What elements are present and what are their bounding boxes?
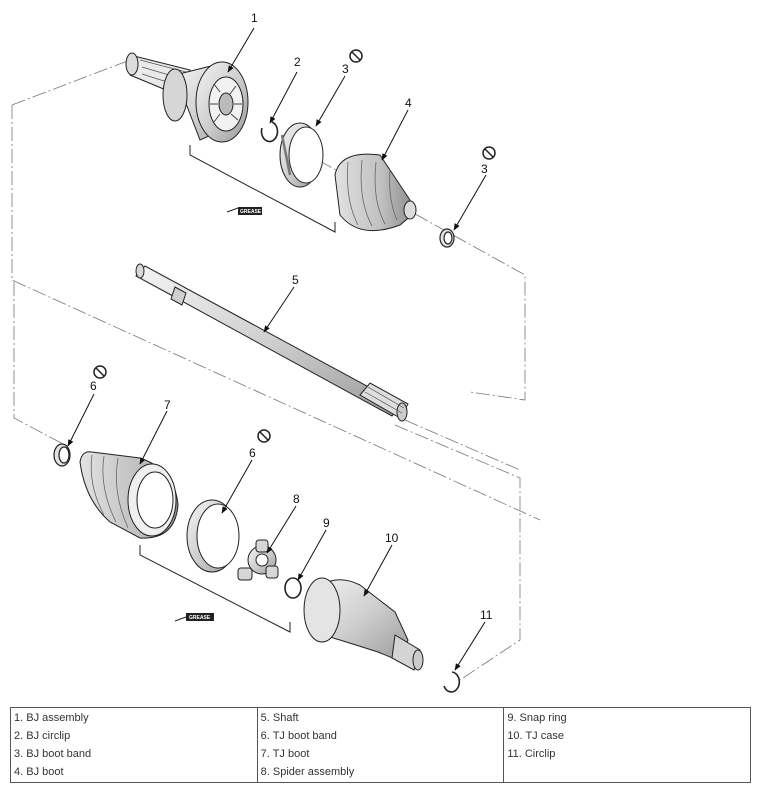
legend-column-2: 5. Shaft 6. TJ boot band 7. TJ boot 8. S… (256, 707, 505, 783)
callout-9: 9 (323, 516, 330, 530)
legend-item: 6. TJ boot band (260, 730, 337, 742)
no-reuse-icon (257, 429, 271, 443)
legend-item: 1. BJ assembly (14, 712, 89, 724)
callout-11: 11 (480, 608, 493, 622)
legend-column-1: 1. BJ assembly 2. BJ circlip 3. BJ boot … (10, 707, 258, 783)
callout-6-upper: 6 (90, 379, 97, 393)
legend-item: 3. BJ boot band (14, 748, 92, 760)
callout-7: 7 (164, 398, 171, 412)
bj-circlip (260, 121, 279, 143)
snap-ring (284, 577, 302, 599)
callout-labels: 1 2 3 4 3 5 6 7 6 8 9 10 11 (90, 11, 493, 622)
legend-item: 4. BJ boot (14, 766, 64, 778)
legend-column-3: 9. Snap ring 10. TJ case 11. Circlip (503, 707, 751, 783)
grease-label: GREASE (189, 615, 211, 621)
legend-item: 8. Spider assembly (260, 766, 355, 778)
legend-item: 5. Shaft (260, 712, 299, 724)
no-reuse-icon (482, 146, 496, 160)
callout-10: 10 (385, 531, 399, 545)
bj-boot-band-small (439, 228, 455, 248)
tj-boot-band-large (186, 499, 240, 573)
callout-3-upper: 3 (342, 62, 349, 76)
circlip (443, 671, 461, 693)
grease-label: GREASE (240, 209, 262, 215)
callout-8: 8 (293, 492, 300, 506)
bj-assembly (125, 52, 249, 143)
legend-row: 1. BJ assembly 2. BJ circlip 3. BJ boot … (10, 707, 751, 783)
legend-item: 9. Snap ring (507, 712, 567, 724)
parts-legend-table: 1. BJ assembly 2. BJ circlip 3. BJ boot … (10, 707, 751, 783)
bj-boot (334, 153, 417, 232)
callout-6-lower: 6 (249, 446, 256, 460)
legend-item: 7. TJ boot (260, 748, 310, 760)
legend-item: 2. BJ circlip (14, 730, 71, 742)
tj-case (303, 577, 424, 671)
tj-boot-band-small (53, 443, 71, 467)
callout-4: 4 (405, 96, 412, 110)
tj-boot (79, 451, 179, 539)
callout-2: 2 (294, 55, 301, 69)
exploded-driveshaft-diagram: GREASE GREASE 1 2 3 4 3 (11, 11, 541, 693)
shaft (135, 263, 409, 422)
bj-boot-band-upper (279, 122, 324, 188)
no-reuse-icon (349, 49, 363, 63)
spider-assembly (237, 539, 279, 581)
callout-1: 1 (251, 11, 258, 25)
grease-group-brackets (139, 145, 336, 633)
no-reuse-icon (93, 365, 107, 379)
grease-icon: GREASE (226, 207, 262, 215)
callout-3-lower: 3 (481, 162, 488, 176)
callout-5: 5 (292, 273, 299, 287)
legend-item: 11. Circlip (507, 748, 556, 760)
leader-lines (67, 27, 487, 671)
grease-icon: GREASE (174, 613, 214, 622)
assembly-guide-lines (11, 59, 541, 681)
legend-item: 10. TJ case (507, 730, 564, 742)
